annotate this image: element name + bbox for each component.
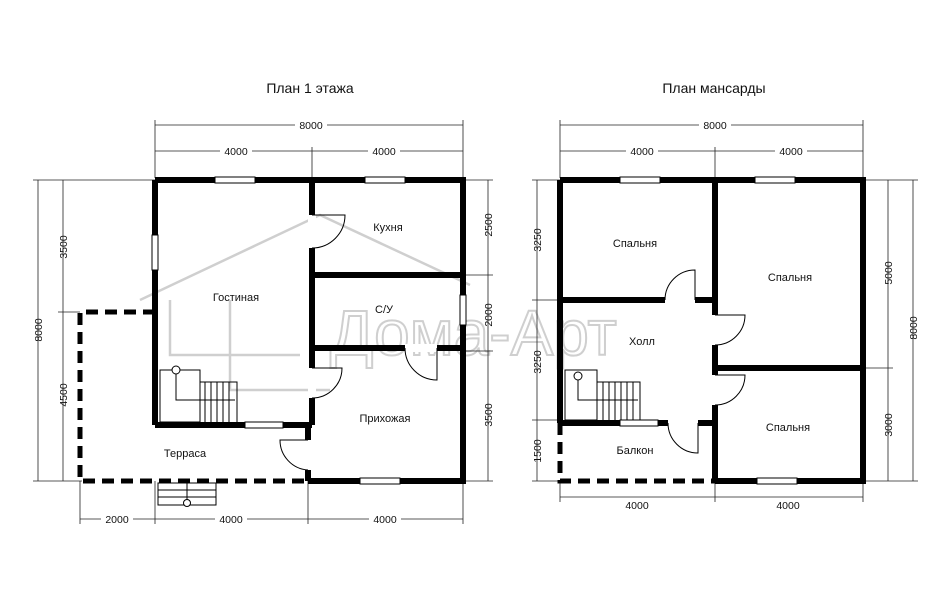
plan1-stairs — [157, 365, 238, 507]
room-label-kitchen: Кухня — [373, 222, 402, 234]
room-label-balcony: Балкон — [617, 445, 654, 457]
watermark: Дома-Арт — [139, 213, 618, 392]
dim2-left-3: 1500 — [532, 439, 544, 463]
watermark-text: Дома-Арт — [330, 297, 617, 369]
dim-top-right: 4000 — [372, 146, 396, 158]
dim2-top-total: 8000 — [703, 120, 727, 132]
room-label-bath: С/У — [375, 304, 394, 316]
plan2-title: План мансарды — [662, 80, 765, 96]
dim-right-1: 2500 — [483, 213, 495, 237]
room-label-terrace: Терраса — [164, 448, 207, 460]
dim-bottom-3: 4000 — [373, 514, 397, 526]
room-label-living: Гостиная — [213, 292, 259, 304]
plan2-dimension-lines — [532, 120, 918, 502]
plan-2: План мансарды — [532, 80, 920, 512]
plan2-dimension-labels: 8000 4000 4000 3250 3250 1500 8000 5000 … — [532, 118, 920, 512]
plan2-stairs — [564, 369, 641, 421]
dim2-right-1: 5000 — [883, 261, 895, 285]
dim2-bottom-2: 4000 — [776, 500, 800, 512]
dim2-top-left: 4000 — [630, 146, 654, 158]
dim2-bottom-1: 4000 — [625, 500, 649, 512]
plan2-windows — [619, 176, 798, 485]
dim2-top-right: 4000 — [779, 146, 803, 158]
room-label-hall: Холл — [629, 336, 655, 348]
plan2-openings — [665, 296, 719, 427]
dim-left-total: 8000 — [33, 318, 45, 342]
plan1-terrace-outline — [77, 309, 308, 484]
room-label-bedroom-2: Спальня — [768, 272, 812, 284]
room-label-bedroom-1: Спальня — [613, 238, 657, 250]
plan1-openings — [304, 215, 437, 470]
plan-1: План 1 этажа — [33, 80, 495, 526]
dim-left-upper: 3500 — [58, 235, 70, 259]
plan1-title: План 1 этажа — [266, 80, 354, 96]
dim-top-left: 4000 — [224, 146, 248, 158]
dim2-right-total: 8000 — [908, 316, 920, 340]
room-label-hall: Прихожая — [360, 413, 411, 425]
dim-bottom-1: 2000 — [105, 514, 129, 526]
plan1-dimension-labels: 8000 4000 4000 8000 3500 4500 2500 2000 … — [33, 118, 495, 526]
plan2-balcony-outline — [557, 423, 715, 484]
plan1-windows — [151, 176, 467, 485]
dim-bottom-2: 4000 — [219, 514, 243, 526]
dim2-left-2: 3250 — [532, 350, 544, 374]
dim2-right-2: 3000 — [883, 413, 895, 437]
dim2-left-1: 3250 — [532, 228, 544, 252]
dim-top-total: 8000 — [299, 120, 323, 132]
room-label-bedroom-3: Спальня — [766, 422, 810, 434]
plan2-door-swings — [664, 269, 746, 454]
dim-right-2: 2000 — [483, 303, 495, 327]
plan1-door-swings — [279, 214, 438, 471]
dim-left-lower: 4500 — [58, 383, 70, 407]
dim-right-3: 3500 — [483, 403, 495, 427]
